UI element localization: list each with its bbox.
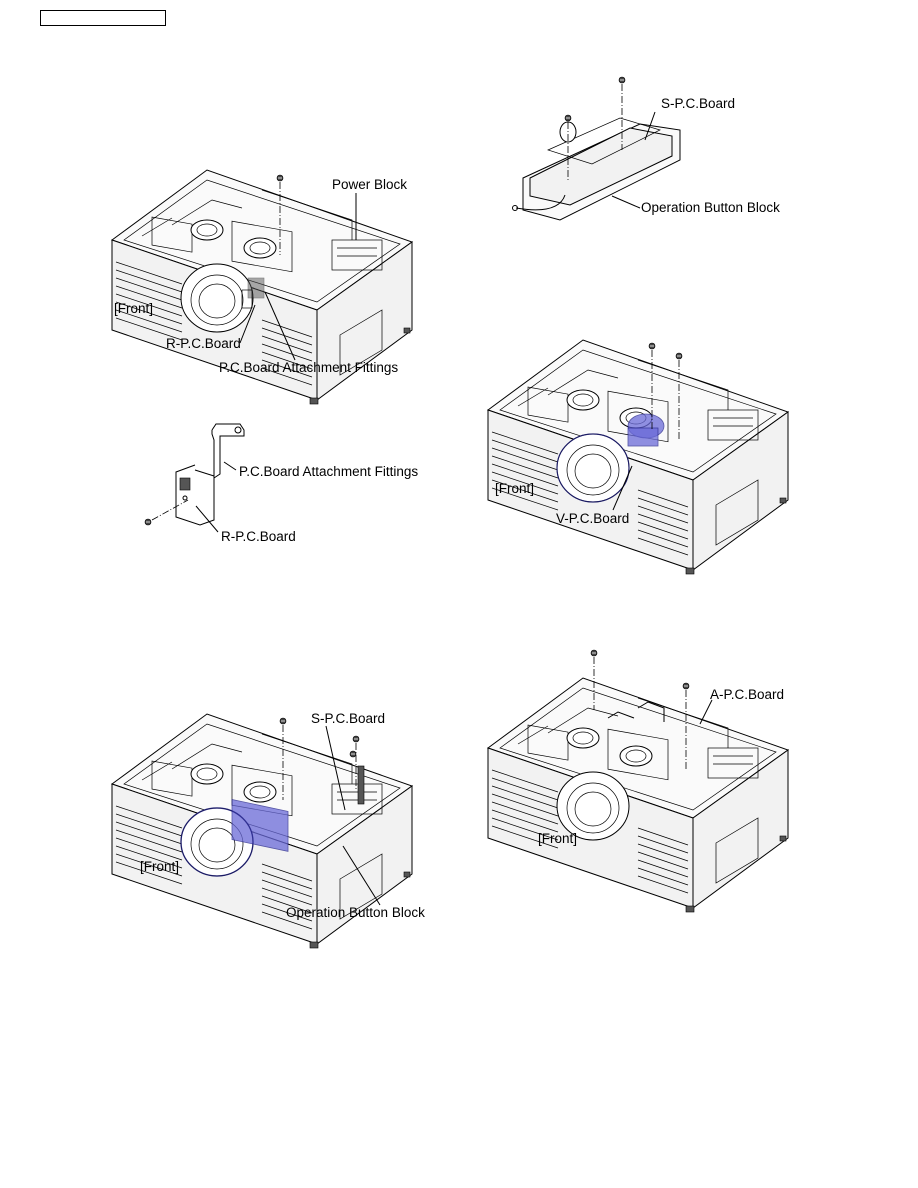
- label-power-block: Power Block: [332, 177, 408, 192]
- label-pc-board-attachment-fittings-1: P.C.Board Attachment Fittings: [219, 360, 399, 375]
- label-front-3: [Front]: [140, 859, 180, 874]
- label-pc-board-attachment-fittings-2: P.C.Board Attachment Fittings: [239, 464, 419, 479]
- projector-figure-1: [111, 169, 413, 405]
- leader-lines-fig5: [325, 725, 381, 906]
- leader-line-vpc: [612, 465, 633, 511]
- attachment-fitting-detail: [144, 423, 245, 533]
- operation-button-block-figure: [512, 76, 681, 221]
- label-front-2: [Front]: [495, 481, 535, 496]
- label-operation-button-block-1: Operation Button Block: [641, 200, 780, 215]
- screw-icon: [279, 717, 360, 800]
- label-v-pc-board: V-P.C.Board: [556, 511, 630, 526]
- label-a-pc-board: A-P.C.Board: [710, 687, 785, 702]
- projector-figure-6: [487, 677, 789, 913]
- label-front-4: [Front]: [538, 831, 578, 846]
- label-s-pc-board-1: S-P.C.Board: [661, 96, 736, 111]
- leader-lines-fig1: [239, 193, 357, 361]
- screw-icon: [648, 342, 683, 440]
- projector-figure-5: [111, 713, 413, 949]
- leader-line-apc: [699, 699, 713, 725]
- projector-figure-4: [487, 339, 789, 575]
- header-box: [40, 10, 166, 26]
- label-operation-button-block-2: Operation Button Block: [286, 905, 425, 920]
- screw-icon: [590, 649, 690, 770]
- label-r-pc-board-2: R-P.C.Board: [221, 529, 296, 544]
- label-r-pc-board-1: R-P.C.Board: [166, 336, 241, 351]
- screw-icon: [276, 174, 284, 255]
- label-front-1: [Front]: [114, 301, 154, 316]
- label-s-pc-board-2: S-P.C.Board: [311, 711, 386, 726]
